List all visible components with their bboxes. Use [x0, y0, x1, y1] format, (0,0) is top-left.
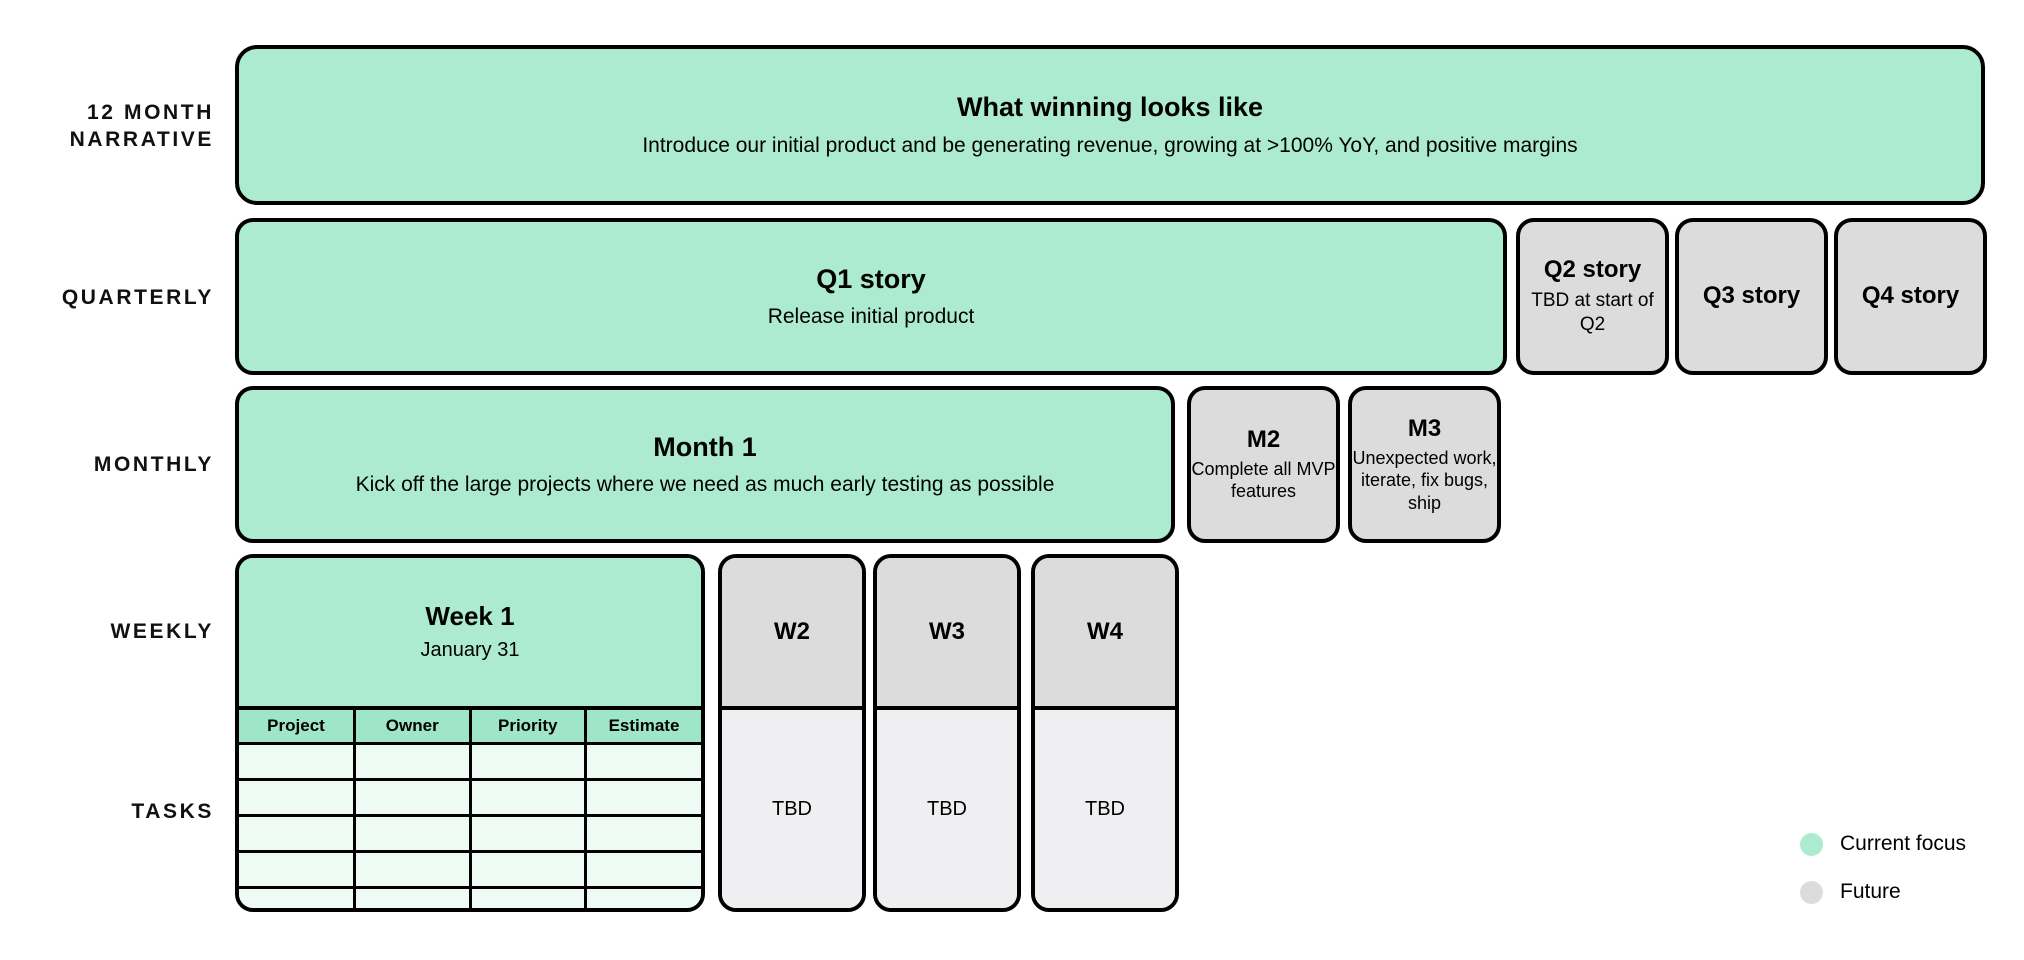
narrative-subtitle: Introduce our initial product and be gen… — [642, 133, 1578, 157]
narrative-card[interactable]: What winning looks like Introduce our in… — [235, 45, 1985, 205]
month-title-m1: Month 1 — [653, 432, 757, 463]
narrative-title: What winning looks like — [956, 92, 1264, 123]
month-card-m1[interactable]: Month 1 Kick off the large projects wher… — [235, 386, 1175, 543]
legend-label-future: Future — [1840, 880, 1901, 903]
task-cell[interactable] — [584, 886, 701, 908]
legend-item-current-focus: Current focus — [1800, 832, 1966, 856]
w3-title: W3 — [877, 558, 1017, 710]
quarter-card-q3[interactable]: Q3 story — [1675, 218, 1828, 375]
task-cell[interactable] — [239, 778, 356, 817]
legend-item-future: Future — [1800, 880, 1966, 904]
legend: Current focus Future — [1800, 832, 1966, 904]
w2-body: TBD — [722, 710, 862, 908]
month-subtitle-m2: Complete all MVP features — [1191, 458, 1336, 502]
w2-title: W2 — [722, 558, 862, 710]
tasks-column-estimate: Estimate — [584, 710, 701, 745]
task-cell[interactable] — [584, 778, 701, 817]
tasks-header-row: Project Owner Priority Estimate — [239, 710, 701, 745]
task-cell[interactable] — [584, 850, 701, 889]
month-card-m2[interactable]: M2 Complete all MVP features — [1187, 386, 1340, 543]
w4-title: W4 — [1035, 558, 1175, 710]
task-cell[interactable] — [353, 814, 472, 853]
tasks-column-owner: Owner — [353, 710, 472, 745]
quarter-title-q4: Q4 story — [1861, 282, 1960, 310]
task-cell[interactable] — [584, 742, 701, 781]
task-cell[interactable] — [468, 742, 587, 781]
task-cell[interactable] — [468, 850, 587, 889]
quarter-card-q2[interactable]: Q2 story TBD at start of Q2 — [1516, 218, 1669, 375]
week-card-w3[interactable]: W3 TBD — [873, 554, 1021, 912]
tasks-table: Project Owner Priority Estimate — [239, 710, 701, 908]
quarter-card-q4[interactable]: Q4 story — [1834, 218, 1987, 375]
current-focus-dot-icon — [1800, 832, 1823, 856]
quarter-title-q2: Q2 story — [1543, 256, 1642, 284]
task-cell[interactable] — [584, 814, 701, 853]
quarter-title-q3: Q3 story — [1702, 282, 1801, 310]
month-subtitle-m3: Unexpected work, iterate, fix bugs, ship — [1352, 447, 1497, 513]
future-dot-icon — [1800, 880, 1823, 904]
week-card-w2[interactable]: W2 TBD — [718, 554, 866, 912]
tasks-column-priority: Priority — [468, 710, 587, 745]
week-card-w4[interactable]: W4 TBD — [1031, 554, 1179, 912]
month-card-m3[interactable]: M3 Unexpected work, iterate, fix bugs, s… — [1348, 386, 1501, 543]
week1-title: Week 1 — [425, 600, 515, 631]
week1-subtitle: January 31 — [420, 639, 520, 662]
week1-header: Week 1 January 31 — [239, 558, 701, 710]
task-cell[interactable] — [468, 814, 587, 853]
row-label-quarterly: QUARTERLY — [61, 286, 214, 309]
table-row[interactable] — [239, 886, 701, 908]
task-cell[interactable] — [239, 886, 356, 908]
task-cell[interactable] — [468, 778, 587, 817]
task-cell[interactable] — [239, 742, 356, 781]
w4-body: TBD — [1035, 710, 1175, 908]
row-label-monthly: MONTHLY — [93, 453, 214, 476]
task-cell[interactable] — [239, 814, 356, 853]
quarter-title-q1: Q1 story — [816, 264, 926, 295]
task-cell[interactable] — [353, 778, 472, 817]
month-title-m3: M3 — [1407, 414, 1442, 442]
table-row[interactable] — [239, 778, 701, 817]
legend-label-current-focus: Current focus — [1840, 832, 1967, 855]
task-cell[interactable] — [468, 886, 587, 908]
task-cell[interactable] — [353, 886, 472, 908]
w3-body: TBD — [877, 710, 1017, 908]
month-subtitle-m1: Kick off the large projects where we nee… — [355, 472, 1055, 496]
task-cell[interactable] — [353, 850, 472, 889]
tasks-column-project: Project — [239, 710, 356, 745]
row-label-12-month-narrative: 12 MONTH NARRATIVE — [69, 101, 214, 151]
quarter-card-q1[interactable]: Q1 story Release initial product — [235, 218, 1507, 375]
table-row[interactable] — [239, 814, 701, 853]
week-card-week1[interactable]: Week 1 January 31 Project Owner Priority… — [235, 554, 705, 912]
table-row[interactable] — [239, 850, 701, 889]
task-cell[interactable] — [353, 742, 472, 781]
task-cell[interactable] — [239, 850, 356, 889]
quarter-subtitle-q1: Release initial product — [767, 304, 975, 328]
month-title-m2: M2 — [1246, 426, 1281, 454]
row-label-weekly: WEEKLY — [110, 620, 214, 643]
table-row[interactable] — [239, 742, 701, 781]
quarter-subtitle-q2: TBD at start of Q2 — [1531, 290, 1654, 335]
row-label-tasks: TASKS — [131, 800, 214, 823]
